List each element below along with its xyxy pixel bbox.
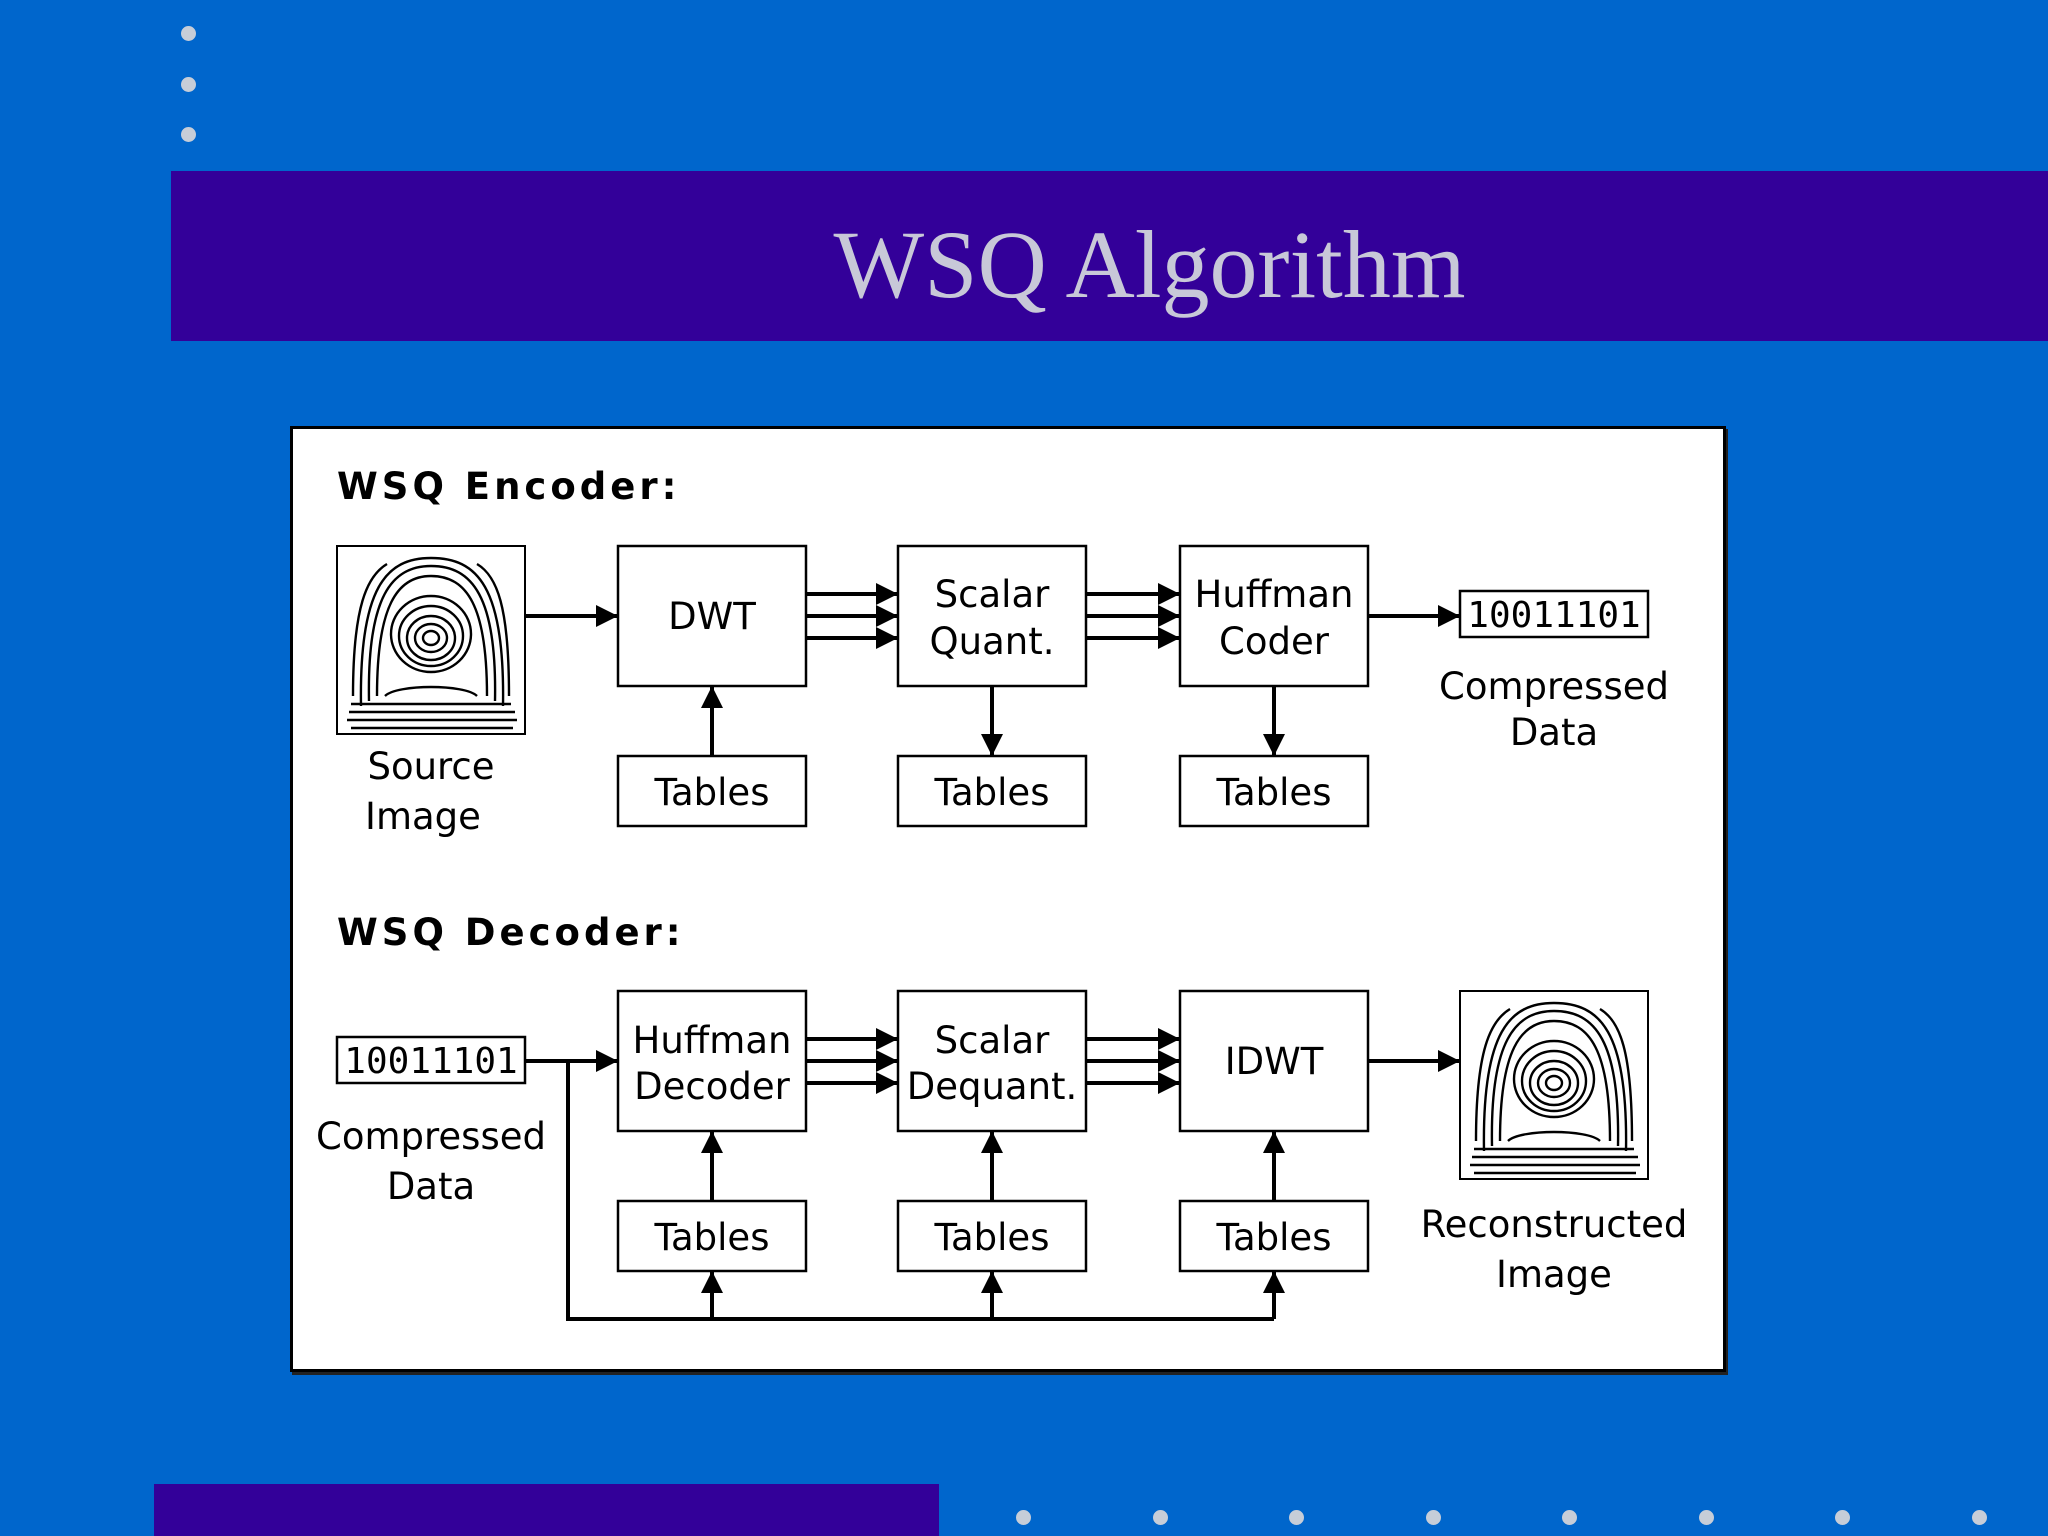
dwt-box [616, 544, 808, 688]
slide-title: WSQ Algorithm [833, 211, 1466, 318]
scalar-quant-box [896, 544, 1088, 688]
bullet-dot [1835, 1510, 1850, 1525]
encoder-tables-label-3: Tables [1216, 771, 1332, 814]
bullet-dot [181, 127, 196, 142]
bullet-dot [181, 26, 196, 41]
dwt-label: DWT [668, 595, 756, 638]
encoder-tables-label-2: Tables [934, 771, 1050, 814]
huffman-coder-box [1178, 544, 1370, 688]
huffman-decoder-box [616, 989, 808, 1133]
decoder-tables-box-1 [616, 1199, 808, 1273]
wsq-diagram: WSQ Encoder: Source Image DWT Scalar Qua… [290, 426, 1726, 1372]
decoder-input-bits: 10011101 [344, 1041, 517, 1082]
bullet-dot [1426, 1510, 1441, 1525]
decoder-arrows [525, 1028, 1460, 1321]
decoder-tables-label-1: Tables [654, 1216, 770, 1259]
decoder-output-caption-2: Image [1496, 1253, 1612, 1296]
bullet-dot [181, 77, 196, 92]
decoder-tables-box-3 [1178, 1199, 1370, 1273]
encoder-tables-label-1: Tables [654, 771, 770, 814]
bullet-dot [1972, 1510, 1987, 1525]
huffman-coder-label-2: Coder [1219, 620, 1330, 663]
decoder-output-caption-1: Reconstructed [1421, 1203, 1688, 1246]
huffman-decoder-label-1: Huffman [633, 1019, 792, 1062]
fingerprint-icon [335, 544, 527, 736]
scalar-dequant-label-1: Scalar [935, 1019, 1050, 1062]
idwt-box [1178, 989, 1370, 1133]
huffman-coder-label-1: Huffman [1195, 573, 1354, 616]
encoder-output-caption-1: Compressed [1439, 665, 1669, 708]
bullet-dot [1016, 1510, 1031, 1525]
bottom-bar [154, 1484, 939, 1536]
idwt-label: IDWT [1225, 1040, 1324, 1083]
source-caption-1: Source [367, 745, 494, 788]
bullet-dot [1562, 1510, 1577, 1525]
encoder-arrows [525, 583, 1460, 756]
encoder-output-bits: 10011101 [1467, 595, 1640, 636]
encoder-tables-box-2 [896, 754, 1088, 828]
encoder-tables-box-3 [1178, 754, 1370, 828]
source-caption-2: Image [365, 795, 481, 838]
decoder-heading: WSQ Decoder: [337, 911, 685, 954]
scalar-dequant-label-2: Dequant. [907, 1065, 1078, 1108]
encoder-output-caption-2: Data [1510, 711, 1598, 754]
title-bar: WSQ Algorithm [171, 171, 2048, 341]
encoder-output-bits-box [1458, 589, 1650, 639]
decoder-input-bits-box [335, 1035, 527, 1085]
diagram-canvas: WSQ Encoder: Source Image DWT Scalar Qua… [316, 465, 1688, 1321]
huffman-decoder-label-2: Decoder [634, 1065, 790, 1108]
scalar-quant-label-2: Quant. [930, 620, 1055, 663]
decoder-input-caption-1: Compressed [316, 1115, 546, 1158]
decoder-tables-box-2 [896, 1199, 1088, 1273]
bullet-dot [1699, 1510, 1714, 1525]
scalar-quant-label-1: Scalar [935, 573, 1050, 616]
bullet-dot [1153, 1510, 1168, 1525]
fingerprint-icon [1458, 989, 1650, 1181]
decoder-input-caption-2: Data [387, 1165, 475, 1208]
bullet-dot [1289, 1510, 1304, 1525]
decoder-tables-label-2: Tables [934, 1216, 1050, 1259]
decoder-tables-label-3: Tables [1216, 1216, 1332, 1259]
encoder-heading: WSQ Encoder: [337, 465, 680, 508]
